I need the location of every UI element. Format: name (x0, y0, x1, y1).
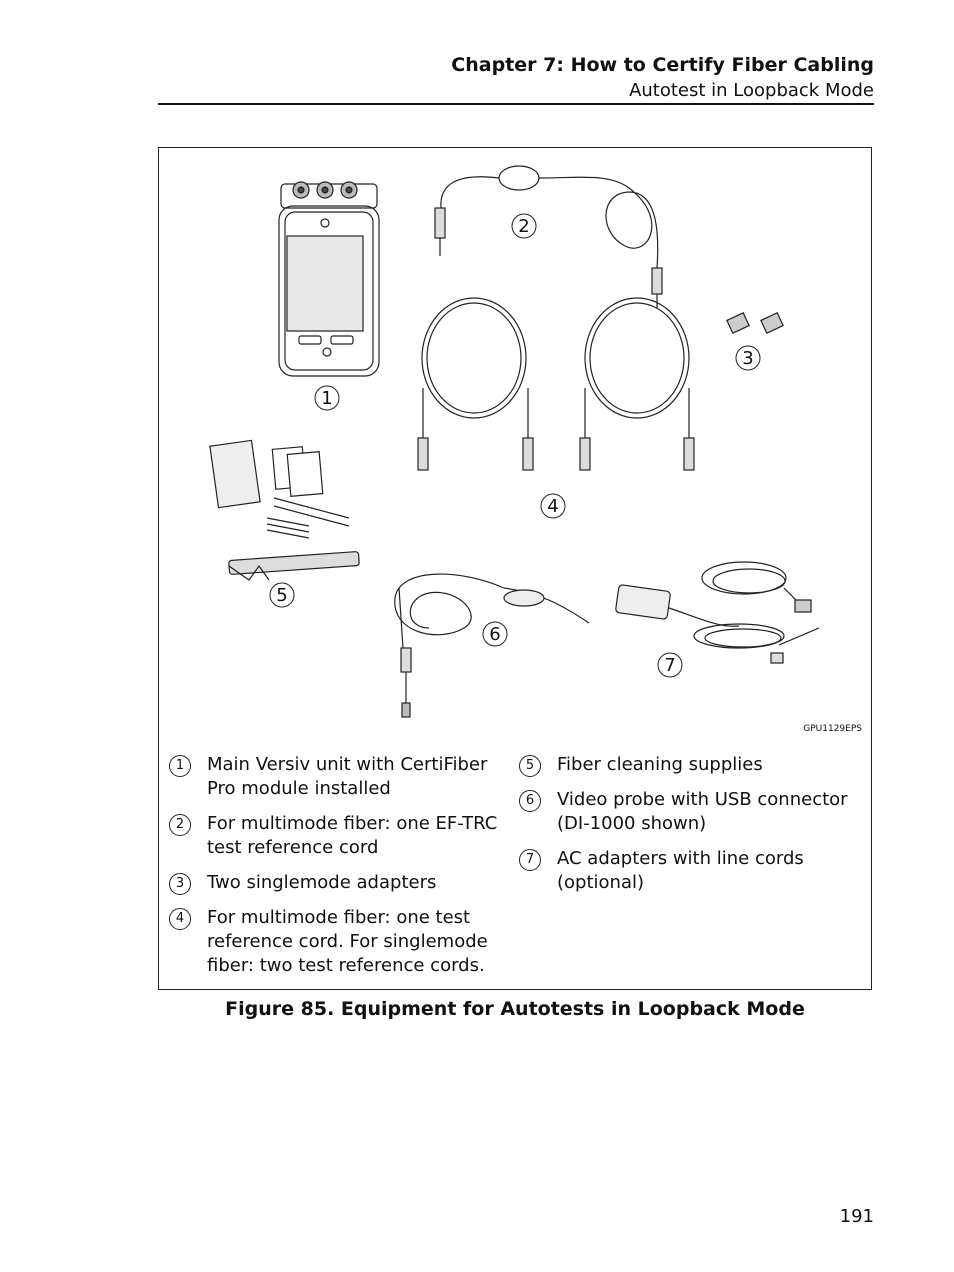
legend-right: 5 Fiber cleaning supplies 6 Video probe … (519, 753, 864, 906)
ac-adapter-drawing (615, 561, 820, 664)
legend-left: 1 Main Versiv unit with CertiFiber Pro m… (169, 753, 504, 989)
running-header: Chapter 7: How to Certify Fiber Cabling … (451, 52, 874, 104)
legend-text: Main Versiv unit with CertiFiber Pro mod… (207, 754, 488, 799)
header-rule (158, 103, 874, 105)
callout-3: 3 (742, 348, 753, 369)
legend-number: 7 (519, 849, 541, 871)
legend-item: 6 Video probe with USB connector (DI-100… (519, 788, 864, 836)
section-title: Autotest in Loopback Mode (629, 80, 874, 101)
legend-number: 1 (169, 755, 191, 777)
callout-7: 7 (664, 655, 675, 676)
legend-number: 5 (519, 755, 541, 777)
adapters-drawing (726, 312, 784, 334)
legend-text: For multimode fiber: one EF-TRC test ref… (207, 813, 498, 858)
legend-text: AC adapters with line cords (optional) (557, 848, 804, 893)
legend-item: 4 For multimode fiber: one test referenc… (169, 906, 504, 978)
callout-1: 1 (321, 388, 332, 409)
tester-unit-drawing (278, 181, 380, 377)
callout-4: 4 (547, 496, 558, 517)
legend-text: For multimode fiber: one test reference … (207, 907, 488, 976)
legend-item: 5 Fiber cleaning supplies (519, 753, 864, 777)
legend-text: Two singlemode adapters (207, 872, 437, 893)
legend-text: Fiber cleaning supplies (557, 754, 763, 775)
callout-2: 2 (518, 216, 529, 237)
equipment-illustration: 1 2 3 4 5 6 7 (209, 165, 820, 718)
callout-6: 6 (489, 624, 500, 645)
legend-item: 3 Two singlemode adapters (169, 871, 504, 895)
cleaning-supplies-drawing (209, 439, 360, 581)
reference-cords-drawing (417, 297, 695, 471)
figure-caption: Figure 85. Equipment for Autotests in Lo… (225, 998, 805, 1020)
legend-number: 6 (519, 790, 541, 812)
legend-item: 1 Main Versiv unit with CertiFiber Pro m… (169, 753, 504, 801)
legend-number: 4 (169, 908, 191, 930)
legend-item: 7 AC adapters with line cords (optional) (519, 847, 864, 895)
figure-box: 1 2 3 4 5 6 7 GPU1129EPS 1 Main Versiv u… (158, 147, 872, 990)
legend-number: 3 (169, 873, 191, 895)
chapter-title: Chapter 7: How to Certify Fiber Cabling (451, 54, 874, 76)
art-code: GPU1129EPS (803, 724, 862, 734)
video-probe-drawing (394, 573, 590, 718)
page-number: 191 (839, 1206, 874, 1227)
legend-number: 2 (169, 814, 191, 836)
legend-item: 2 For multimode fiber: one EF-TRC test r… (169, 812, 504, 860)
callout-5: 5 (276, 585, 287, 606)
legend-text: Video probe with USB connector (DI-1000 … (557, 789, 848, 834)
ef-trc-cord-drawing (434, 165, 663, 308)
